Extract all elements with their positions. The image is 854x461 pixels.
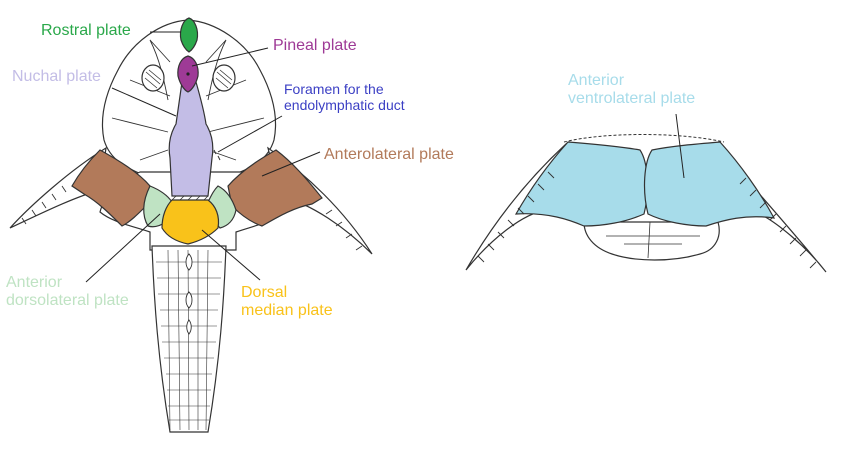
anterior-dorsolateral-plate-label: Anterior dorsolateral plate bbox=[6, 274, 129, 310]
adl-label-line2: dorsolateral plate bbox=[6, 291, 129, 309]
ventral-median-elements bbox=[583, 221, 720, 261]
dorsal-median-hatch bbox=[171, 195, 209, 201]
leader-anterior-ventrolateral bbox=[675, 113, 685, 179]
rostral-plate-label: Rostral plate bbox=[41, 22, 131, 39]
rostral-plate bbox=[179, 17, 199, 53]
adl-label-line1: Anterior bbox=[6, 274, 63, 291]
dorsal-view bbox=[9, 17, 373, 433]
right-spine-denticles bbox=[739, 177, 817, 269]
left-orbit-hatch bbox=[144, 69, 162, 89]
pineal-foramen bbox=[186, 72, 190, 76]
foramen-label: Foramen for the endolymphatic duct bbox=[284, 81, 405, 113]
pineal-plate-label: Pineal plate bbox=[273, 37, 357, 54]
dm-label-line1: Dorsal bbox=[241, 284, 288, 301]
nuchal-plate-label: Nuchal plate bbox=[12, 68, 101, 85]
tail-midline-scutes bbox=[185, 253, 193, 335]
foramen-label-line1: Foramen for the bbox=[284, 81, 384, 97]
dorsal-right-spine-denticles bbox=[325, 209, 363, 251]
dorsal-left-spine-denticles bbox=[21, 185, 67, 225]
leader-lines-dorsal bbox=[85, 31, 321, 283]
avl-label-line2: ventrolateral plate bbox=[568, 89, 696, 107]
anterior-ventrolateral-plate-label: Anterior ventrolateral plate bbox=[568, 72, 695, 108]
left-anterolateral-plate bbox=[71, 149, 151, 227]
ventral-median-seams bbox=[606, 221, 700, 259]
leader-foramen bbox=[217, 115, 283, 153]
left-spine-denticles bbox=[477, 171, 555, 263]
anterior-ventrolateral-plate-left bbox=[514, 141, 649, 227]
anterior-ventrolateral-plate-right bbox=[643, 141, 776, 227]
ventral-anterior-margin bbox=[563, 134, 725, 143]
avl-label-line1: Anterior bbox=[568, 72, 625, 89]
foramen-dots bbox=[213, 149, 221, 161]
right-orbit-hatch bbox=[215, 69, 233, 89]
nuchal-plate bbox=[168, 81, 214, 197]
leader-nuchal bbox=[111, 87, 177, 117]
right-anterolateral-plate bbox=[227, 149, 323, 227]
dm-label-line2: median plate bbox=[241, 301, 333, 319]
anterolateral-plate-label: Anterolateral plate bbox=[324, 146, 454, 163]
leader-pineal bbox=[191, 47, 269, 67]
dorsal-median-plate bbox=[161, 199, 220, 245]
dorsal-median-plate-label: Dorsal median plate bbox=[241, 284, 333, 320]
ventral-view bbox=[465, 134, 827, 273]
left-pectoral-spine bbox=[9, 146, 107, 229]
leader-anterolateral bbox=[261, 151, 321, 177]
leader-anterior-dorsolateral bbox=[85, 213, 161, 283]
leader-dorsal-median bbox=[201, 229, 261, 281]
foramen-label-line2: endolymphatic duct bbox=[284, 96, 405, 113]
